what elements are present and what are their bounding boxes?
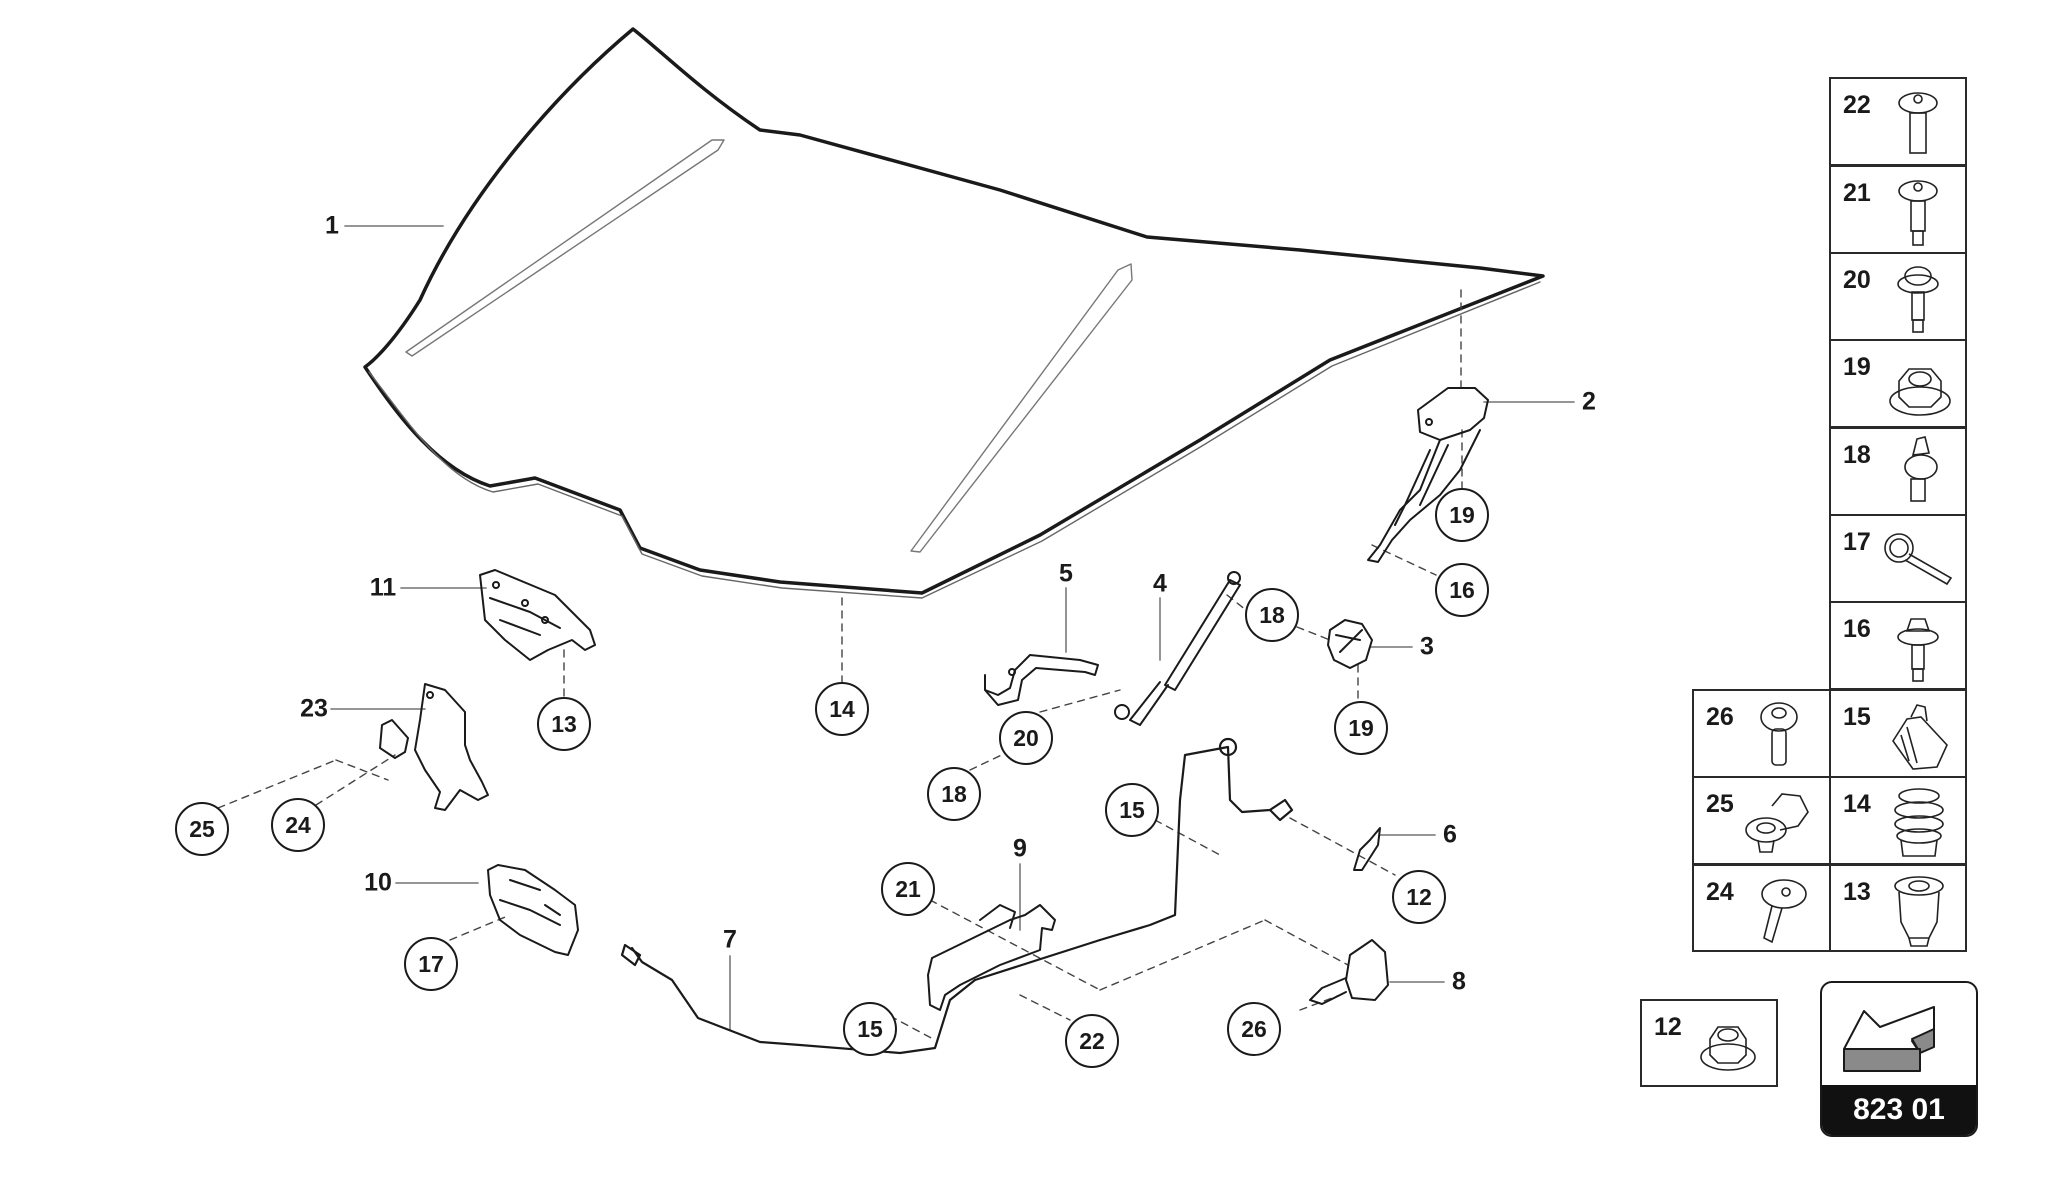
legend-number: 16 — [1843, 615, 1871, 643]
callout-circle-20[interactable]: 20 — [999, 711, 1053, 765]
callout-circle-12[interactable]: 12 — [1392, 870, 1446, 924]
legend-cell-13[interactable]: 13 — [1829, 864, 1967, 952]
callout-circle-18[interactable]: 18 — [927, 767, 981, 821]
flange-nut-icon — [1889, 368, 1951, 416]
cable-clip-icon — [1745, 793, 1809, 853]
lock-bracket[interactable] — [927, 904, 1056, 1011]
callout-circle-18[interactable]: 18 — [1245, 588, 1299, 642]
callout-circle-15[interactable]: 15 — [1105, 783, 1159, 837]
part-label-4[interactable]: 4 — [1153, 569, 1167, 598]
hex-bolt-icon — [1897, 618, 1939, 682]
expansion-nut-icon — [1894, 876, 1944, 947]
callout-circle-19[interactable]: 19 — [1334, 701, 1388, 755]
hood-panel[interactable] — [363, 27, 1545, 599]
part-label-10[interactable]: 10 — [364, 868, 392, 897]
callout-circle-19[interactable]: 19 — [1435, 488, 1489, 542]
washer-screw-icon — [1897, 266, 1939, 333]
legend-number: 24 — [1706, 878, 1734, 906]
callout-circle-17[interactable]: 17 — [404, 937, 458, 991]
legend-number: 26 — [1706, 703, 1734, 731]
legend-cell-21[interactable]: 21 — [1829, 165, 1967, 254]
flange-nut-icon — [1700, 1026, 1756, 1071]
release-lever[interactable] — [1353, 827, 1381, 871]
callout-circle-15[interactable]: 15 — [843, 1002, 897, 1056]
leader-lines — [330, 225, 1575, 1031]
latch-switch[interactable] — [1309, 939, 1389, 1005]
part-label-9[interactable]: 9 — [1013, 834, 1027, 863]
stud-bolt-icon — [1760, 702, 1798, 766]
callout-circle-14[interactable]: 14 — [815, 682, 869, 736]
callout-circle-21[interactable]: 21 — [881, 862, 935, 916]
legend-cell-20[interactable]: 20 — [1829, 252, 1967, 341]
hood-lock[interactable] — [487, 864, 579, 956]
legend-number: 12 — [1654, 1013, 1682, 1041]
callout-circle-13[interactable]: 13 — [537, 697, 591, 751]
part-label-23[interactable]: 23 — [300, 694, 328, 723]
callout-circle-26[interactable]: 26 — [1227, 1002, 1281, 1056]
hood-hinge[interactable] — [1367, 387, 1489, 563]
part-label-8[interactable]: 8 — [1452, 967, 1466, 996]
legend-number: 17 — [1843, 528, 1871, 556]
legend-number: 14 — [1843, 790, 1871, 818]
legend-number: 20 — [1843, 266, 1871, 294]
strut-bracket[interactable] — [984, 654, 1099, 706]
callout-circle-16[interactable]: 16 — [1435, 563, 1489, 617]
part-label-7[interactable]: 7 — [723, 925, 737, 954]
dashed-assembly-lines — [217, 289, 1463, 1041]
gas-strut[interactable] — [1114, 571, 1241, 726]
long-bolt-icon — [1884, 533, 1953, 586]
legend-number: 21 — [1843, 179, 1871, 207]
lock-support-bracket[interactable] — [379, 683, 489, 811]
legend-number: 18 — [1843, 441, 1871, 469]
legend-cell-12[interactable]: 12 — [1640, 999, 1778, 1087]
part-label-1[interactable]: 1 — [325, 211, 339, 240]
legend-cell-24[interactable]: 24 — [1692, 864, 1831, 952]
legend-cell-16[interactable]: 16 — [1829, 601, 1967, 690]
legend-cell-15[interactable]: 15 — [1829, 689, 1967, 778]
legend-number: 25 — [1706, 790, 1734, 818]
legend-number: 19 — [1843, 353, 1871, 381]
part-label-11[interactable]: 11 — [369, 573, 397, 602]
callout-circle-25[interactable]: 25 — [175, 802, 229, 856]
lock-catch[interactable] — [479, 569, 596, 661]
bump-stop[interactable] — [1327, 619, 1373, 669]
torx-screw-icon — [1898, 92, 1938, 154]
callout-circle-22[interactable]: 22 — [1065, 1014, 1119, 1068]
reference-direction-box[interactable]: 823 01 — [1820, 981, 1978, 1137]
part-label-3[interactable]: 3 — [1420, 632, 1434, 661]
part-label-2[interactable]: 2 — [1582, 387, 1596, 416]
legend-cell-17[interactable]: 17 — [1829, 514, 1967, 603]
ball-stud-icon — [1904, 436, 1938, 502]
reference-code: 823 01 — [1822, 1085, 1976, 1135]
legend-cell-14[interactable]: 14 — [1829, 776, 1967, 865]
part-label-6[interactable]: 6 — [1443, 820, 1457, 849]
stepped-torx-screw-icon — [1898, 180, 1938, 246]
direction-arrow-icon — [1843, 1006, 1935, 1072]
legend-cell-22[interactable]: 22 — [1829, 77, 1967, 166]
legend-cell-19[interactable]: 19 — [1829, 339, 1967, 428]
legend-number: 15 — [1843, 703, 1871, 731]
legend-number: 22 — [1843, 91, 1871, 119]
pan-screw-icon — [1761, 879, 1807, 944]
legend-cell-18[interactable]: 18 — [1829, 427, 1967, 516]
part-label-5[interactable]: 5 — [1059, 559, 1073, 588]
legend-cell-26[interactable]: 26 — [1692, 689, 1831, 778]
legend-number: 13 — [1843, 878, 1871, 906]
clip-nut-icon — [1892, 704, 1948, 770]
grommet-icon — [1894, 788, 1944, 857]
release-cable[interactable] — [620, 737, 1294, 1055]
legend-cell-25[interactable]: 25 — [1692, 776, 1831, 865]
callout-circle-24[interactable]: 24 — [271, 798, 325, 852]
